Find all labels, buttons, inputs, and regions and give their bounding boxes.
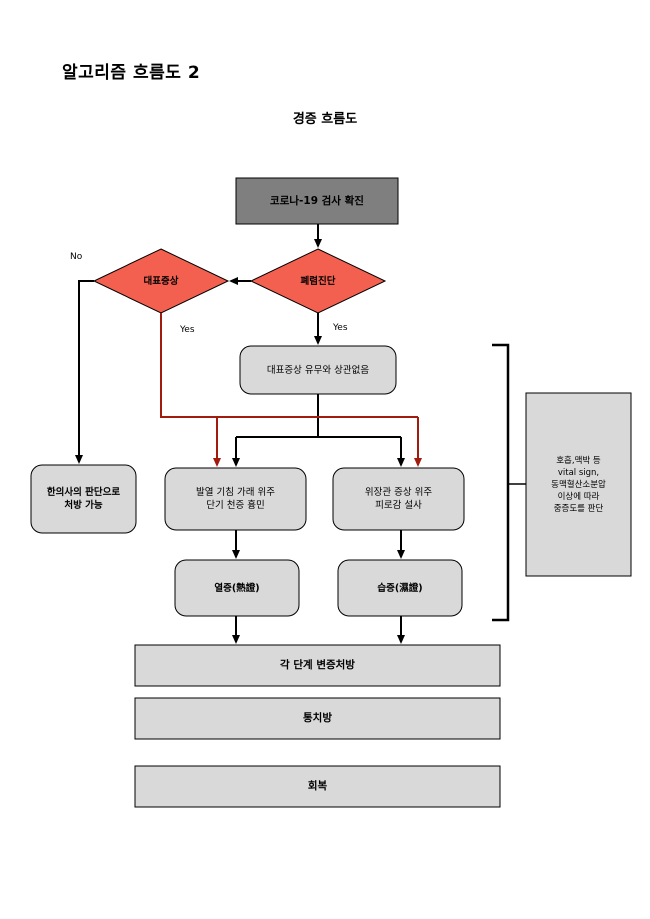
diagram-title: 경증 흐름도 xyxy=(292,112,358,127)
recovery-node xyxy=(134,765,501,808)
gi-node xyxy=(332,467,465,531)
bracket xyxy=(492,343,510,622)
pneumonia-label: 폐렴진단 xyxy=(300,275,336,287)
common-label: 통치방 xyxy=(303,712,332,724)
prescription-node xyxy=(134,644,501,687)
gi-label: 위장관 증상 위주 피로감 설사 xyxy=(364,487,433,511)
recovery-label: 회복 xyxy=(307,780,328,792)
arrow-no xyxy=(75,280,94,464)
heat-label: 열증(熱證) xyxy=(214,582,260,594)
edge-label-yes-left: Yes xyxy=(180,325,195,335)
page-title: 알고리즘 흐름도 2 xyxy=(62,63,201,83)
prescription-label: 각 단계 변증처방 xyxy=(280,659,355,671)
red-line-rep xyxy=(160,313,418,418)
confirm-label: 코로나-19 검사 확진 xyxy=(270,194,364,207)
no-relation-label: 대표증상 유무와 상관없음 xyxy=(266,364,370,376)
doctor-judge-node xyxy=(30,464,137,534)
rep-symptom-label: 대표증상 xyxy=(143,275,179,287)
edge-label-yes-right: Yes xyxy=(333,323,348,333)
confirm-node xyxy=(235,177,399,225)
common-node xyxy=(134,697,501,740)
side-note-label: 호흡,맥박 등 vital sign, 동맥혈산소분압 이상에 따라 중증도를 … xyxy=(551,455,606,514)
side-note-box xyxy=(525,392,632,577)
damp-label: 습증(濕證) xyxy=(377,582,423,594)
fever-label: 발열 기침 가래 위주 단기 천증 흉민 xyxy=(196,487,275,511)
doctor-judge-label: 한의사의 판단으로 처방 가능 xyxy=(46,487,121,511)
edge-label-no: No xyxy=(70,252,83,262)
